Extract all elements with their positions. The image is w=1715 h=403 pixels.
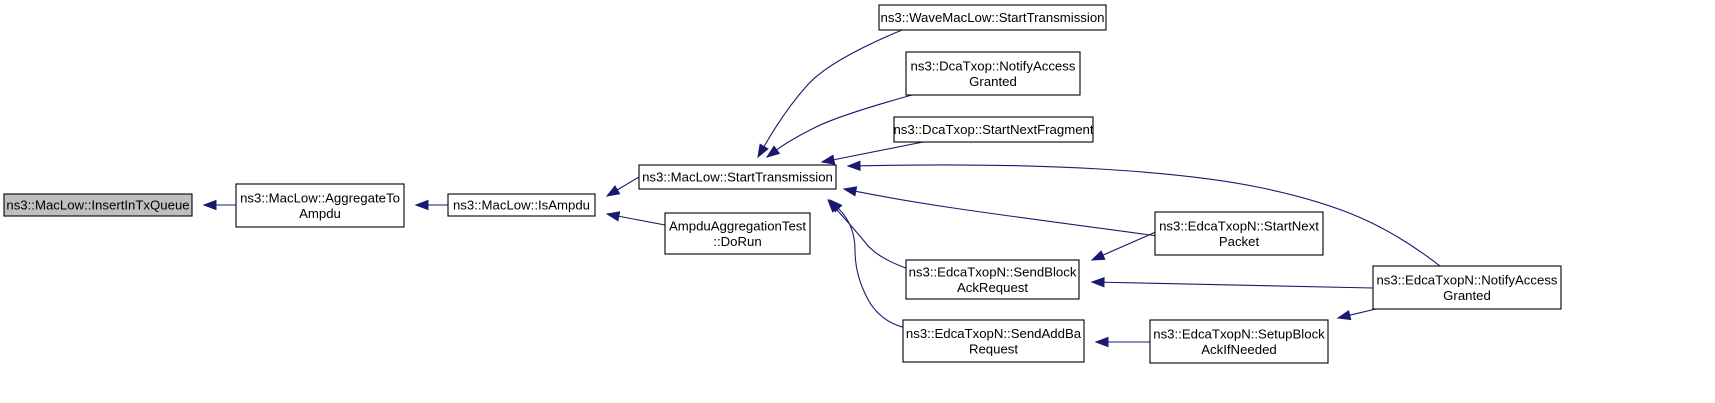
edge-line (776, 94, 913, 151)
node-box (1154, 211, 1324, 256)
arrowhead-icon (605, 211, 621, 222)
node-wave-start-transmission[interactable]: ns3::WaveMacLow::StartTransmission (878, 4, 1107, 31)
node-box (638, 164, 837, 190)
node-box (447, 193, 596, 217)
node-box (902, 319, 1085, 363)
edge-line (1103, 281, 1374, 289)
node-label: Granted (969, 74, 1017, 89)
edge-line (859, 164, 1441, 267)
node-label: ns3::MacLow::AggregateTo (240, 190, 400, 205)
node-label: ns3::DcaTxop::StartNextFragment (893, 122, 1093, 137)
node-label: ::DoRun (713, 234, 761, 249)
edge-line (855, 190, 1159, 237)
node-label: Granted (1443, 288, 1491, 303)
node-box (3, 193, 193, 217)
edge-line (833, 141, 924, 161)
node-box (893, 116, 1094, 143)
node-box (235, 183, 405, 228)
node-dca-start-next-fragment[interactable]: ns3::DcaTxop::StartNextFragment (893, 116, 1094, 143)
node-label: ns3::EdcaTxopN::NotifyAccess (1376, 272, 1557, 287)
edge-line (618, 215, 666, 226)
edge-edca_start_next_packet-to-start_transmission (842, 186, 1159, 237)
edge-line (1102, 230, 1159, 256)
edge-dca_notify_access-to-start_transmission (765, 94, 913, 158)
node-box (905, 259, 1080, 300)
node-label: ns3::EdcaTxopN::SetupBlock (1153, 326, 1325, 341)
node-box (878, 4, 1107, 31)
arrowhead-icon (1090, 277, 1105, 288)
node-insert-in-tx-queue[interactable]: ns3::MacLow::InsertInTxQueue (3, 193, 193, 217)
edge-edca_start_next_packet-to-edca_send_block_ack (1090, 230, 1159, 261)
node-start-transmission[interactable]: ns3::MacLow::StartTransmission (638, 164, 837, 190)
arrowhead-icon (757, 143, 769, 159)
node-box (664, 212, 811, 255)
node-label: ns3::DcaTxop::NotifyAccess (911, 58, 1076, 73)
arrowhead-icon (842, 186, 858, 197)
arrowhead-icon (1336, 310, 1352, 321)
nodes-layer: ns3::MacLow::InsertInTxQueue ns3::MacLow:… (3, 4, 1562, 364)
arrowhead-icon (202, 199, 217, 211)
node-is-ampdu[interactable]: ns3::MacLow::IsAmpdu (447, 193, 596, 217)
edge-line (838, 208, 907, 329)
edge-line (763, 29, 903, 147)
node-label: AckRequest (957, 280, 1028, 295)
edge-ampdu_test_dorun-to-is_ampdu (605, 211, 666, 226)
arrowhead-icon (828, 198, 843, 213)
edge-line (835, 208, 907, 269)
node-label: ns3::MacLow::StartTransmission (642, 170, 833, 185)
edge-edca_send_addba-to-start_transmission (828, 198, 907, 329)
edge-start_transmission-to-is_ampdu (605, 176, 640, 197)
node-label: Request (969, 341, 1018, 356)
edge-wave_start_transmission-to-start_transmission (757, 29, 903, 159)
node-label: Ampdu (299, 206, 341, 221)
arrowhead-icon (846, 160, 861, 171)
node-label: ns3::EdcaTxopN::StartNext (1159, 218, 1319, 233)
edges-layer (202, 29, 1441, 348)
edge-edca_notify_access-to-start_transmission (846, 160, 1441, 267)
node-label: ns3::EdcaTxopN::SendAddBa (906, 326, 1082, 341)
arrowhead-icon (1090, 250, 1106, 261)
node-label: AckIfNeeded (1201, 342, 1277, 357)
node-label: AmpduAggregationTest (669, 218, 806, 233)
arrowhead-icon (765, 145, 781, 158)
edge-is_ampdu-to-aggregate_to_ampdu (414, 199, 448, 211)
edge-edca_setup_block_ack-to-edca_send_addba (1094, 336, 1150, 348)
node-ampdu-test-dorun[interactable]: AmpduAggregationTest::DoRun (664, 212, 811, 255)
node-box (1372, 265, 1562, 310)
arrowhead-icon (414, 199, 429, 211)
edge-dca_start_next_fragment-to-start_transmission (820, 141, 924, 165)
arrowhead-icon (820, 154, 836, 165)
arrowhead-icon (605, 185, 621, 197)
edge-aggregate_to_ampdu-to-insert_in_tx_queue (202, 199, 236, 211)
node-label: ns3::MacLow::InsertInTxQueue (6, 198, 189, 213)
node-label: ns3::MacLow::IsAmpdu (453, 198, 590, 213)
edge-line (617, 176, 640, 191)
edge-edca_notify_access-to-edca_setup_block_ack (1336, 307, 1381, 321)
arrowhead-icon (1094, 336, 1109, 348)
node-label: ns3::EdcaTxopN::SendBlock (909, 264, 1077, 279)
edge-edca_notify_access-to-edca_send_block_ack (1090, 277, 1374, 289)
node-label: Packet (1219, 234, 1260, 249)
node-box (905, 51, 1081, 96)
node-label: ns3::WaveMacLow::StartTransmission (880, 10, 1104, 25)
node-box (1149, 319, 1329, 364)
